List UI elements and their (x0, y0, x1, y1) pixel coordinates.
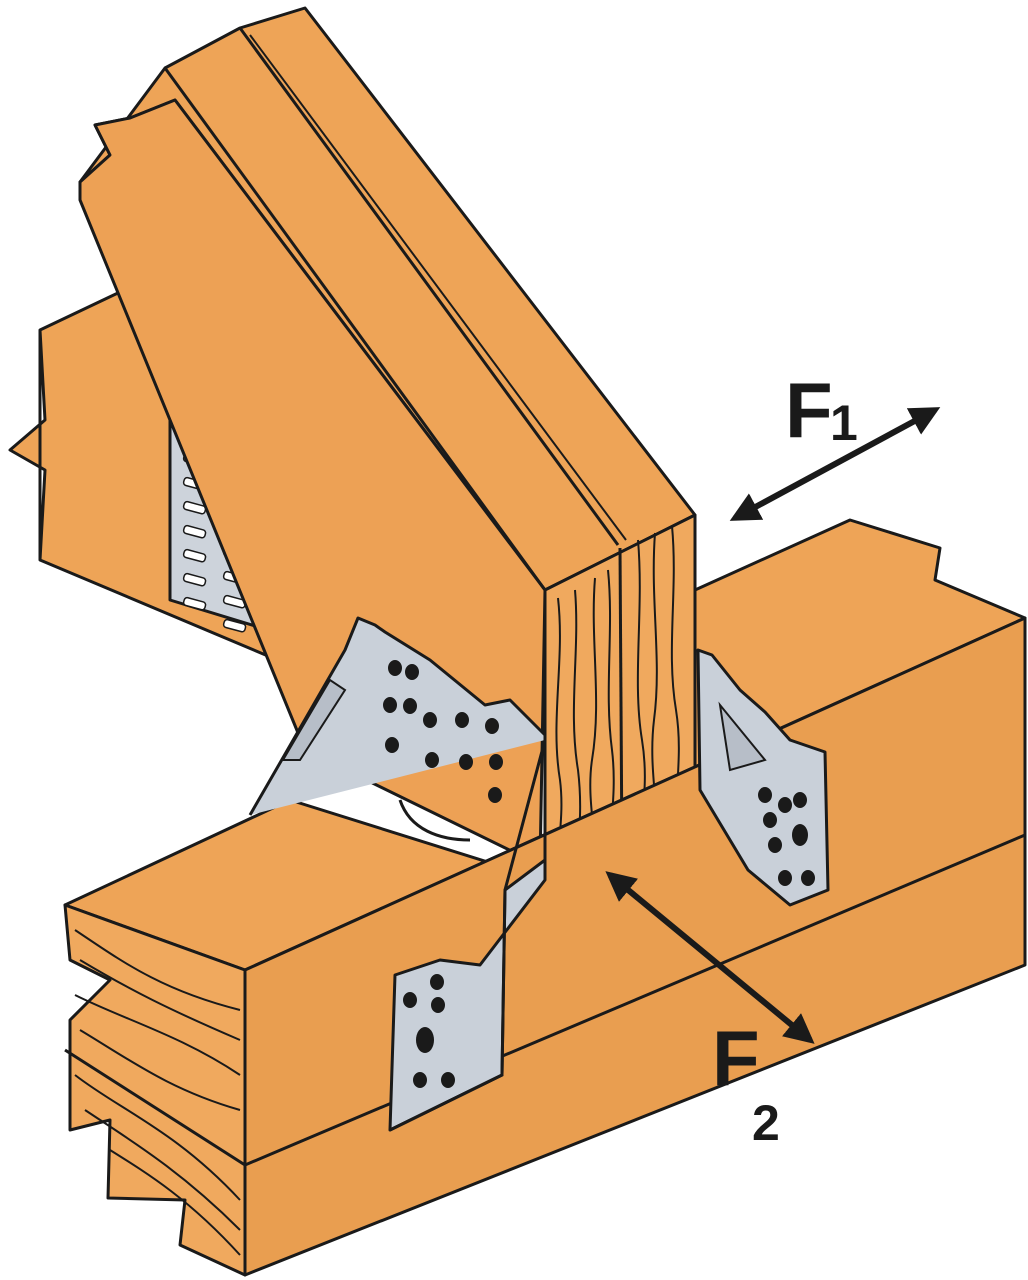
f2-subscript: 2 (752, 1095, 780, 1151)
plate-slot (182, 500, 207, 515)
nail-hole (430, 974, 444, 990)
f2-arrow (605, 871, 815, 1044)
plate-slot (182, 596, 207, 611)
nail-hole (768, 837, 782, 853)
f2-label: F 2 (712, 1014, 780, 1151)
nail-hole (792, 824, 808, 846)
nail-hole (485, 718, 499, 734)
nail-hole (388, 660, 402, 676)
nail-hole (405, 664, 419, 680)
nail-hole (778, 870, 792, 886)
nail-hole (385, 737, 399, 753)
nail-hole (778, 797, 792, 813)
nail-hole (403, 698, 417, 714)
nail-hole (488, 787, 502, 803)
nail-hole (801, 870, 815, 886)
f1-subscript: 1 (830, 395, 858, 451)
f1-label: F 1 (785, 366, 858, 454)
right-hurricane-tie (696, 648, 830, 907)
nail-hole (763, 812, 777, 828)
nail-hole (455, 712, 469, 728)
plate-slot (182, 548, 207, 563)
nail-hole (441, 1072, 455, 1088)
nail-hole (489, 754, 503, 770)
nail-hole (413, 1072, 427, 1088)
f2-letter: F (712, 1014, 760, 1102)
left-hurricane-tie (248, 616, 547, 1132)
nail-hole (403, 992, 417, 1008)
plate-slot (182, 524, 207, 539)
f1-arrow (729, 407, 941, 521)
plate-end-grain (74, 929, 241, 1256)
left-tie-nail-holes (383, 660, 503, 1088)
nail-hole (416, 1027, 434, 1053)
nail-hole (383, 697, 397, 713)
nail-hole (425, 752, 439, 768)
nail-hole (431, 997, 445, 1013)
plate-slot (222, 618, 247, 633)
nail-hole (459, 754, 473, 770)
plate-slot (182, 572, 207, 587)
f1-letter: F (785, 366, 833, 454)
nail-hole (758, 787, 772, 803)
nail-hole (793, 792, 807, 808)
nail-hole (423, 712, 437, 728)
